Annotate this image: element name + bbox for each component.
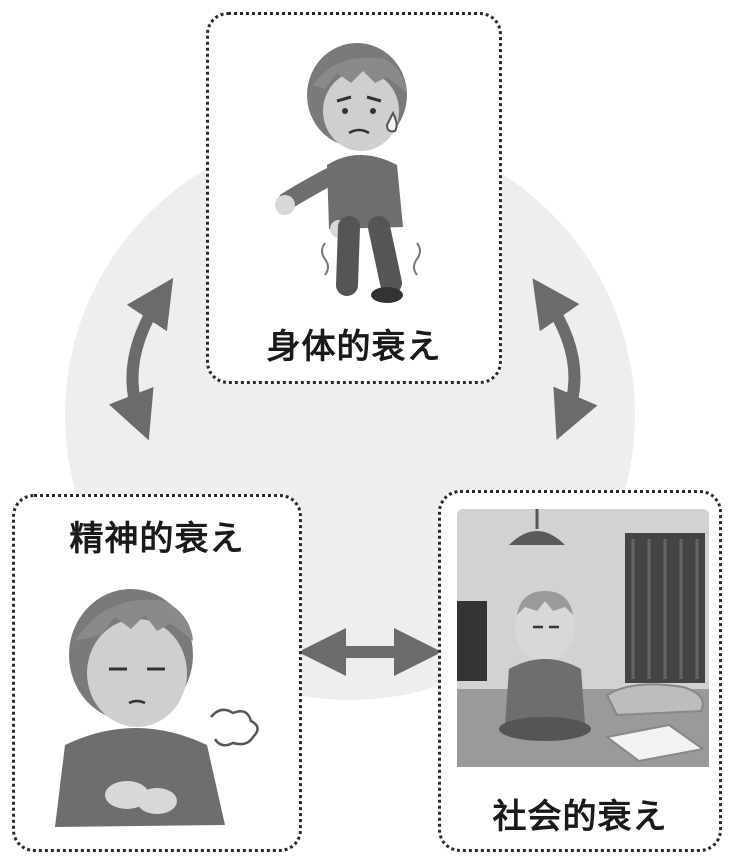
label-physical-decline: 身体的衰え: [266, 327, 442, 367]
arrow-physical-mental: [108, 277, 174, 441]
label-social-decline: 社会的衰え: [492, 797, 668, 837]
elderly-man-alone-in-room-icon: [457, 509, 709, 767]
arrow-physical-social: [532, 278, 598, 441]
elderly-man-sighing-icon: [55, 589, 259, 827]
card-physical-decline: 身体的衰え: [206, 12, 502, 384]
elderly-man-trembling-icon: [275, 43, 421, 303]
card-mental-decline: 精神的衰え: [12, 494, 302, 852]
card-social-decline: 社会的衰え: [438, 490, 722, 852]
label-mental-decline: 精神的衰え: [69, 519, 245, 559]
